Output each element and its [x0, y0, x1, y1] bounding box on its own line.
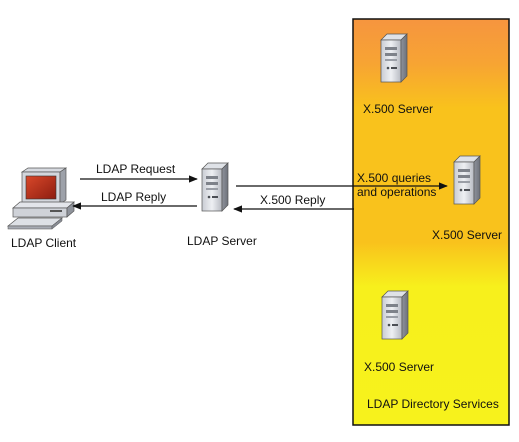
x500-queries-label-line2: and operations	[357, 185, 437, 199]
x500-server-mid-label: X.500 Server	[432, 228, 503, 242]
x500-server-bottom-icon	[381, 290, 409, 340]
x500-server-top-icon	[380, 33, 408, 83]
x500-server-top-label: X.500 Server	[363, 102, 434, 116]
ldap-request-label: LDAP Request	[96, 162, 176, 176]
ldap-server-label: LDAP Server	[187, 234, 257, 248]
x500-server-bottom-label: X.500 Server	[364, 360, 435, 374]
ldap-client-computer-icon	[7, 167, 75, 230]
directory-services-label: LDAP Directory Services	[367, 397, 499, 411]
x500-server-mid-icon	[453, 155, 481, 205]
x500-reply-label: X.500 Reply	[260, 193, 326, 207]
ldap-reply-label: LDAP Reply	[101, 190, 167, 204]
directory-services-panel	[352, 18, 510, 426]
x500-queries-label-line1: X.500 queries	[357, 171, 432, 185]
ldap-client-label: LDAP Client	[11, 236, 77, 250]
ldap-server-icon	[201, 162, 229, 212]
